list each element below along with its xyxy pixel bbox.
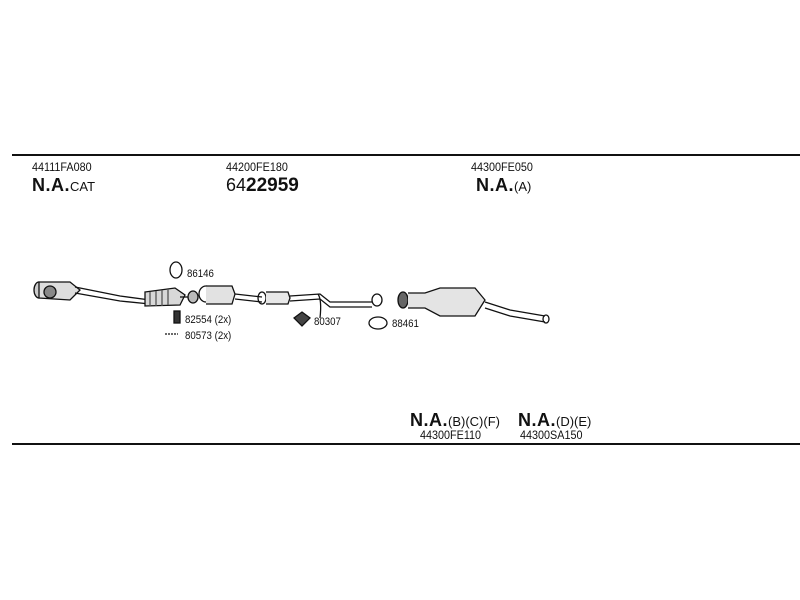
na-label: N.A. xyxy=(476,175,514,195)
part-label-88461: 88461 xyxy=(392,318,419,330)
rear-silencer-drawing xyxy=(397,287,550,324)
top-divider-line xyxy=(12,154,800,156)
hanger-80307-rod xyxy=(317,293,322,319)
middle-silencer-drawing xyxy=(187,285,383,308)
na-label: N.A. xyxy=(32,175,70,195)
gasket-88461-shape xyxy=(368,316,388,330)
gasket-86146-shape xyxy=(169,261,183,279)
bottom-divider-line xyxy=(12,443,800,445)
rear-muffler-availability: N.A.(A) xyxy=(476,175,531,196)
variant-suffix: (A) xyxy=(514,179,532,194)
na-label: N.A. xyxy=(518,410,556,430)
rear-variant-de-availability: N.A.(D)(E) xyxy=(518,410,591,431)
part-label-82554: 82554 (2x) xyxy=(185,314,232,326)
spring-82554-shape xyxy=(173,310,181,324)
part-number-middle-pipe: 44200FE180 xyxy=(226,160,288,174)
part-label-86146: 86146 xyxy=(187,268,214,280)
hanger-80307-shape xyxy=(293,311,311,327)
catalyst-availability: N.A.CAT xyxy=(32,175,95,196)
main-catalyst-drawing xyxy=(144,287,195,307)
variant-suffix: (D)(E) xyxy=(556,414,592,429)
front-catalyst-drawing xyxy=(33,281,151,305)
order-prefix: 64 xyxy=(226,175,247,195)
variant-suffix: (B)(C)(F) xyxy=(448,414,500,429)
cat-suffix: CAT xyxy=(70,179,96,194)
part-number-rear-de: 44300SA150 xyxy=(520,428,583,442)
part-number-rear-bcf: 44300FE110 xyxy=(420,428,482,442)
middle-pipe-order-number: 6422959 xyxy=(226,175,299,197)
na-label: N.A. xyxy=(410,410,448,430)
part-number-catalyst: 44111FA080 xyxy=(32,160,92,174)
part-label-80573: 80573 (2x) xyxy=(185,330,232,342)
part-number-rear-muffler: 44300FE050 xyxy=(471,160,533,174)
part-label-80307: 80307 xyxy=(314,316,341,328)
order-number: 22959 xyxy=(246,175,299,196)
rear-variant-bcf-availability: N.A.(B)(C)(F) xyxy=(410,410,500,431)
